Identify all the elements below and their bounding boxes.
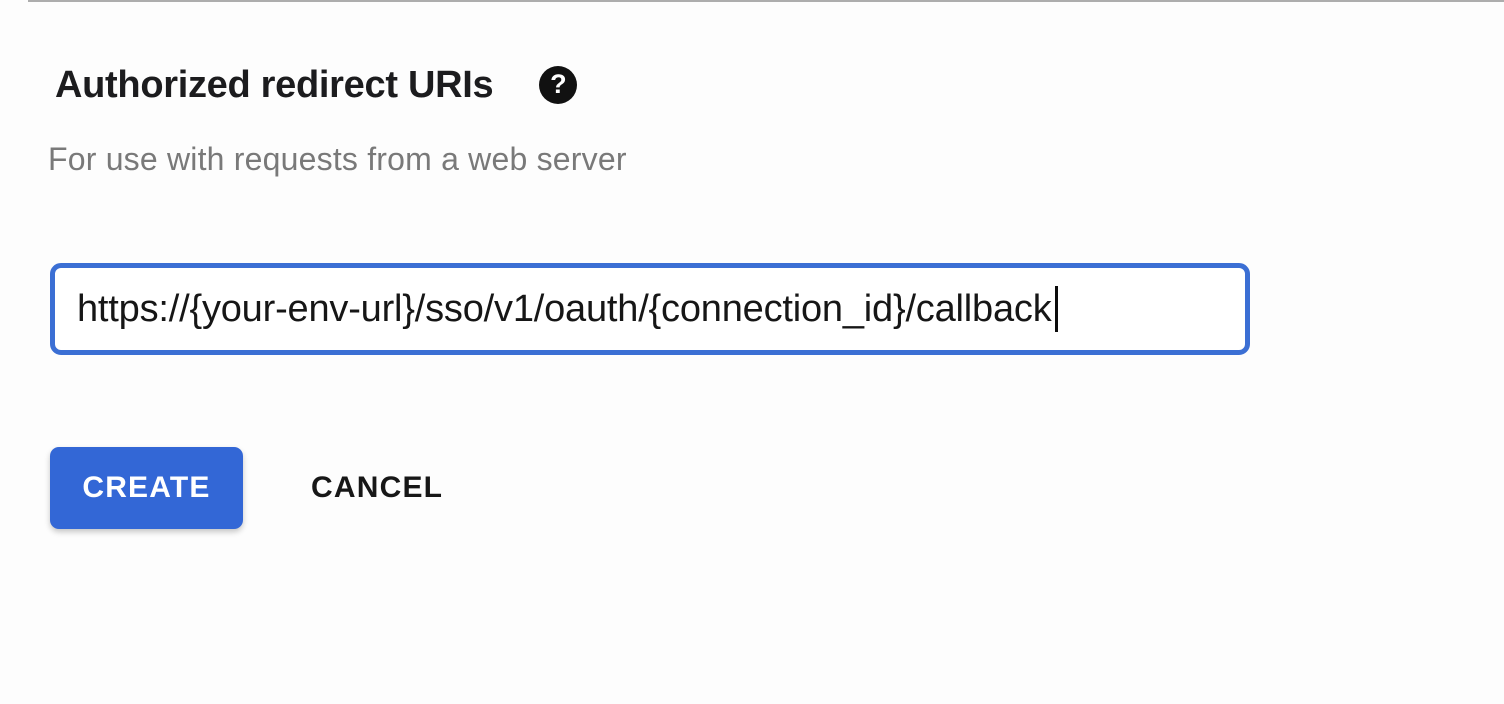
form-actions: CREATE CANCEL bbox=[50, 447, 447, 529]
cancel-button[interactable]: CANCEL bbox=[307, 463, 447, 513]
create-button[interactable]: CREATE bbox=[50, 447, 243, 529]
section-header: Authorized redirect URIs ? bbox=[55, 63, 578, 107]
help-icon[interactable]: ? bbox=[539, 66, 578, 104]
top-edge-divider bbox=[28, 0, 1504, 2]
redirect-uri-value: https://{your-env-url}/sso/v1/oauth/{con… bbox=[77, 287, 1052, 330]
section-subtitle: For use with requests from a web server bbox=[48, 141, 627, 177]
text-caret bbox=[1054, 286, 1058, 332]
redirect-uri-input[interactable]: https://{your-env-url}/sso/v1/oauth/{con… bbox=[50, 263, 1250, 355]
section-heading: Authorized redirect URIs bbox=[55, 63, 494, 106]
